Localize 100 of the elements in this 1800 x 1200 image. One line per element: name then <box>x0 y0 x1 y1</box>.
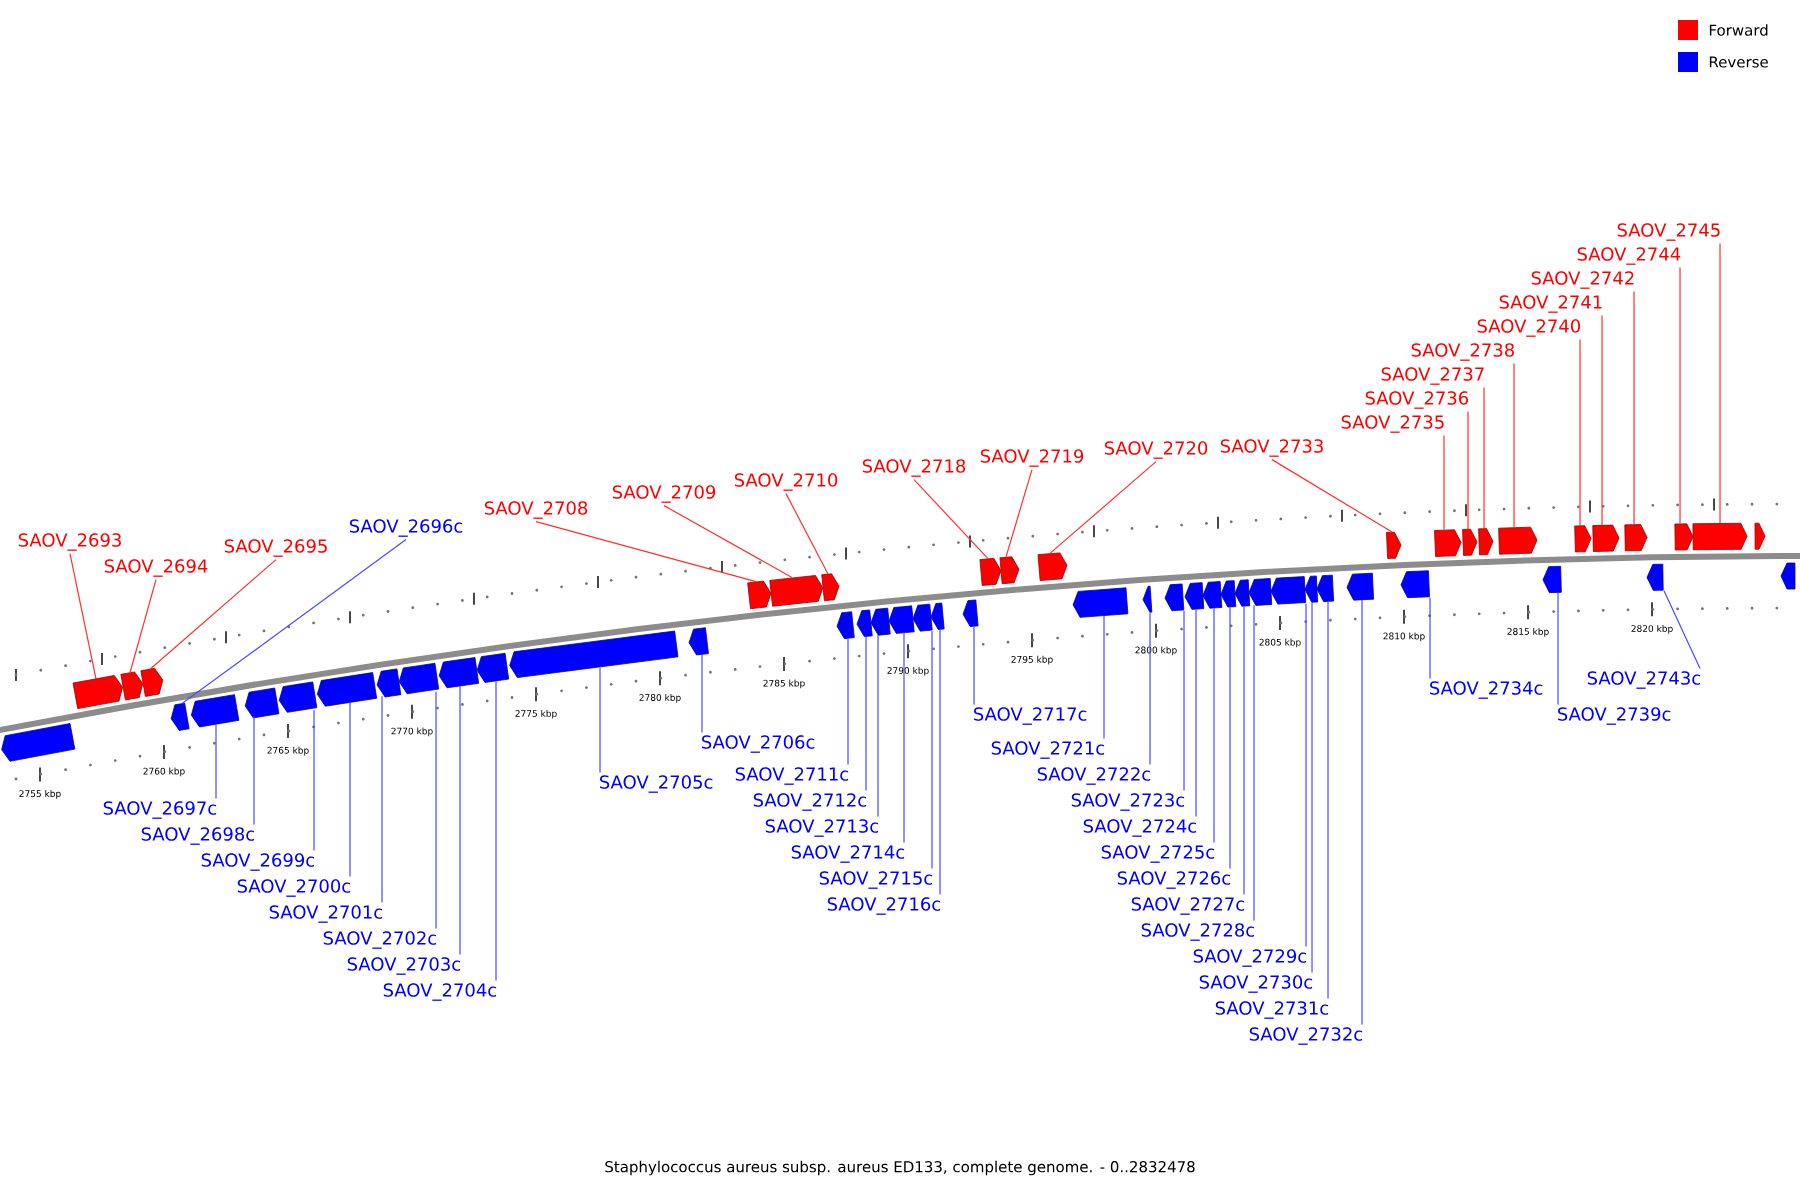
gene-feature <box>1434 529 1462 557</box>
gene-feature <box>72 675 123 709</box>
leader-line <box>1253 604 1255 921</box>
gene-label: SAOV_2713c <box>765 819 879 837</box>
gene-label: SAOV_2740 <box>1477 319 1580 337</box>
gene-label: SAOV_2716c <box>827 897 941 915</box>
gene-label: SAOV_2702c <box>323 931 437 949</box>
leader-line <box>663 505 793 579</box>
leader-line <box>1633 291 1635 525</box>
gene-label: SAOV_2697c <box>103 801 217 819</box>
gene-label: SAOV_2735 <box>1341 415 1444 433</box>
gene-label: SAOV_2745 <box>1617 223 1720 241</box>
gene-label: SAOV_2720 <box>1104 441 1208 459</box>
gene-feature <box>1542 565 1562 594</box>
gene-feature <box>1248 578 1273 606</box>
leader-line <box>349 702 351 877</box>
leader-line <box>149 559 277 670</box>
gene-feature <box>1462 528 1478 556</box>
gene-feature <box>1304 575 1319 603</box>
leader-line <box>1361 599 1363 1025</box>
leader-line <box>973 626 975 705</box>
leader-line <box>1311 601 1313 973</box>
gene-feature <box>856 609 873 637</box>
gene-feature <box>190 694 240 728</box>
gene-feature <box>1692 522 1748 551</box>
gene-label: SAOV_2717c <box>974 707 1087 725</box>
leader-line <box>1213 607 1215 843</box>
gene-feature <box>438 657 480 689</box>
gene-label: SAOV_2729c <box>1193 949 1307 967</box>
leader-line <box>1601 315 1603 526</box>
gene-feature <box>398 662 440 695</box>
gene-feature <box>1478 528 1494 556</box>
gene-label: SAOV_2728c <box>1141 923 1255 941</box>
gene-label: SAOV_2722c <box>1037 767 1151 785</box>
gene-feature <box>1400 570 1430 599</box>
gene-label: SAOV_2693 <box>18 533 121 551</box>
gene-feature <box>1202 581 1223 609</box>
leader-line <box>1467 411 1469 530</box>
gene-label: SAOV_2710 <box>734 473 838 491</box>
leader-line <box>381 695 383 903</box>
gene-label: SAOV_2694 <box>104 559 208 577</box>
gene-feature <box>888 605 915 634</box>
gene-feature <box>120 671 144 701</box>
leader-line <box>1483 387 1485 529</box>
gene-feature <box>930 602 945 630</box>
gene-feature <box>316 672 378 707</box>
leader-line <box>1195 608 1197 817</box>
leader-line <box>1579 339 1581 527</box>
leader-line <box>1663 590 1701 669</box>
leader-line <box>69 553 97 680</box>
leader-line <box>459 685 461 955</box>
gene-label: SAOV_2709 <box>612 485 716 503</box>
gene-feature <box>870 607 891 636</box>
gene-label: SAOV_2741 <box>1499 295 1602 313</box>
leader-line <box>1103 615 1105 739</box>
gene-label: SAOV_2703c <box>347 957 461 975</box>
gene-feature <box>1624 524 1648 552</box>
leader-line <box>313 709 315 851</box>
leader-line <box>931 630 933 869</box>
gene-label: SAOV_2738 <box>1411 343 1514 361</box>
gene-label: SAOV_2731c <box>1215 1001 1329 1019</box>
gene-label: SAOV_2701c <box>269 905 383 923</box>
gene-feature <box>140 667 164 697</box>
gene-feature <box>278 681 318 713</box>
leader-line <box>1429 597 1431 679</box>
leader-line <box>913 479 989 560</box>
gene-feature <box>1674 523 1694 551</box>
leader-line <box>435 691 437 929</box>
gene-label: SAOV_2737 <box>1381 367 1484 385</box>
gene-label: SAOV_2730c <box>1199 975 1313 993</box>
gene-label: SAOV_2706c <box>702 735 815 753</box>
gene-label: SAOV_2718 <box>862 459 966 477</box>
gene-label: SAOV_2712c <box>753 793 867 811</box>
gene-label: SAOV_2719 <box>980 449 1084 467</box>
gene-feature <box>769 575 824 607</box>
gene-label: SAOV_2704c <box>383 983 497 1001</box>
leader-line <box>939 629 941 895</box>
gene-feature <box>821 573 840 602</box>
leader-line <box>1243 605 1245 895</box>
gene-feature <box>509 630 679 678</box>
leader-line <box>1005 469 1033 558</box>
leader-line <box>129 579 157 674</box>
gene-feature <box>912 603 933 632</box>
gene-label: SAOV_2708 <box>484 501 588 519</box>
gene-feature <box>1592 524 1620 552</box>
gene-label: SAOV_2699c <box>201 853 315 871</box>
gene-feature <box>1184 582 1205 610</box>
leader-line <box>535 521 757 583</box>
gene-label: SAOV_2711c <box>735 767 849 785</box>
gene-feature <box>1234 579 1251 607</box>
leader-line <box>181 539 407 705</box>
gene-feature <box>170 702 190 731</box>
gene-feature <box>747 580 772 610</box>
leader-line <box>253 715 255 825</box>
gene-feature <box>244 687 280 719</box>
gene-label: SAOV_2742 <box>1531 271 1634 289</box>
leader-line <box>1557 592 1559 705</box>
gene-feature <box>1498 526 1538 555</box>
gene-feature <box>1646 563 1664 591</box>
gene-feature <box>1164 583 1185 612</box>
